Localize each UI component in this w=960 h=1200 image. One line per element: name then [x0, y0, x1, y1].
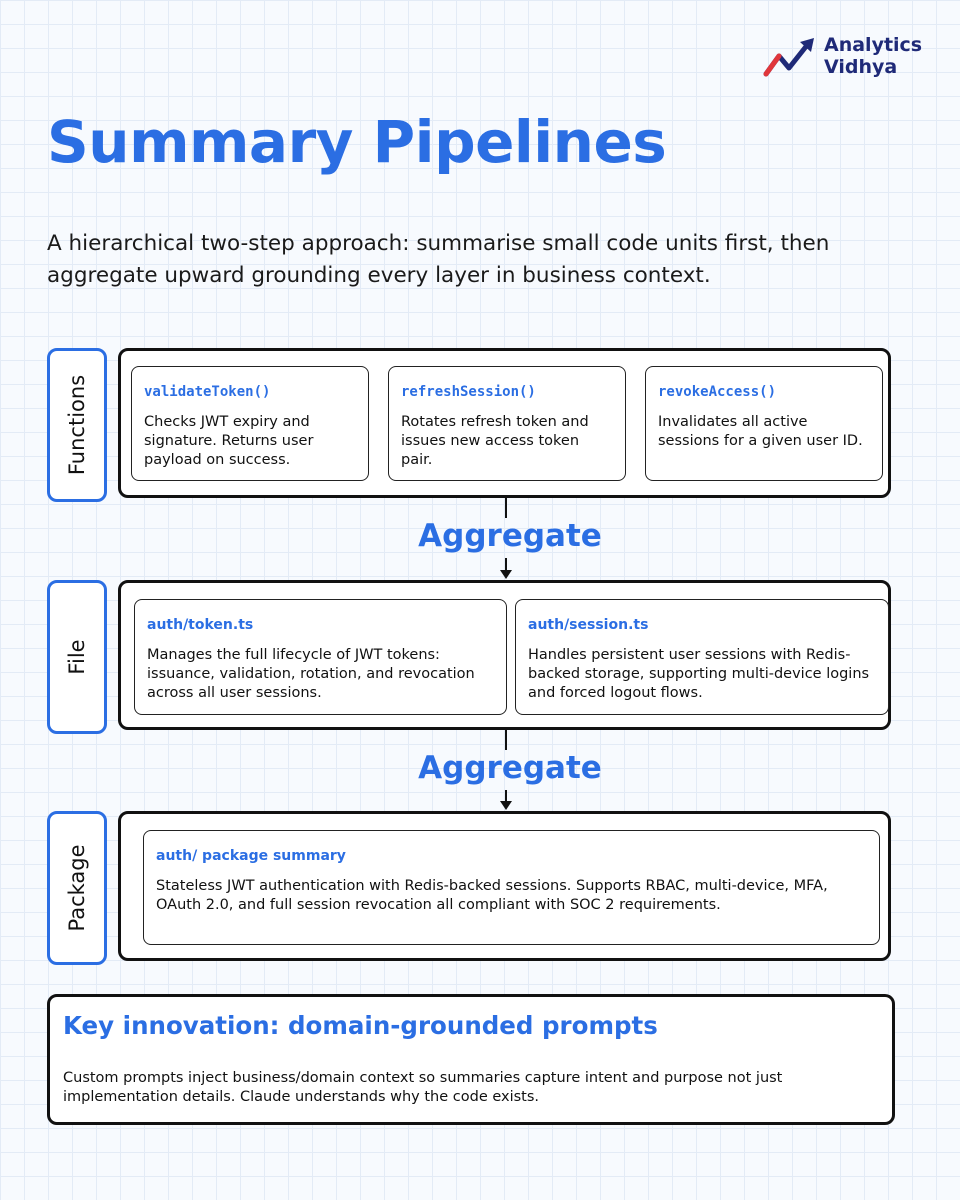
file-card-session: auth/session.ts Handles persistent user … [515, 599, 889, 715]
layer-label-file-text: File [65, 639, 89, 675]
layer-label-functions: Functions [47, 348, 107, 502]
key-innovation-text: Custom prompts inject business/domain co… [63, 1070, 783, 1105]
file-card-title: auth/session.ts [528, 617, 649, 633]
function-card-validate-token: validateToken() Checks JWT expiry and si… [131, 366, 369, 481]
brand-name: Analytics Vidhya [824, 34, 922, 78]
layer-label-file: File [47, 580, 107, 734]
package-layer: auth/ package summary Stateless JWT auth… [118, 811, 891, 961]
connector-line-top [505, 730, 507, 750]
function-card-text: Checks JWT expiry and signature. Returns… [144, 414, 314, 468]
key-innovation-box: Key innovation: domain-grounded prompts … [47, 994, 895, 1125]
function-card-title: validateToken() [144, 384, 271, 400]
package-card-title: auth/ package summary [156, 848, 346, 864]
function-card-revoke-access: revokeAccess() Invalidates all active se… [645, 366, 883, 481]
file-layer: auth/token.ts Manages the full lifecycle… [118, 580, 891, 730]
brand-name-line2: Vidhya [824, 56, 898, 78]
functions-layer: validateToken() Checks JWT expiry and si… [118, 348, 891, 498]
page-title: Summary Pipelines [47, 108, 667, 176]
arrow-down-icon [500, 801, 512, 810]
function-card-text: Invalidates all active sessions for a gi… [658, 414, 863, 449]
function-card-title: refreshSession() [401, 384, 536, 400]
brand-logo: Analytics Vidhya [762, 32, 942, 82]
upward-trend-arrow-icon [763, 38, 814, 77]
connector-line-bottom [505, 558, 507, 572]
file-card-title: auth/token.ts [147, 617, 254, 633]
connector-line-bottom [505, 790, 507, 803]
layer-label-functions-text: Functions [65, 374, 89, 476]
function-card-text: Rotates refresh token and issues new acc… [401, 414, 589, 468]
arrow-down-icon [500, 570, 512, 579]
page-subtitle: A hierarchical two-step approach: summar… [47, 231, 830, 288]
file-card-text: Manages the full lifecycle of JWT tokens… [147, 647, 475, 701]
file-card-token: auth/token.ts Manages the full lifecycle… [134, 599, 507, 715]
key-innovation-title: Key innovation: domain-grounded prompts [63, 1011, 658, 1040]
package-card-text: Stateless JWT authentication with Redis-… [156, 878, 828, 913]
file-card-text: Handles persistent user sessions with Re… [528, 647, 870, 701]
aggregate-label-1: Aggregate [418, 518, 602, 554]
package-card-auth: auth/ package summary Stateless JWT auth… [143, 830, 880, 945]
function-card-title: revokeAccess() [658, 384, 777, 400]
aggregate-label-2: Aggregate [418, 750, 602, 786]
function-card-refresh-session: refreshSession() Rotates refresh token a… [388, 366, 626, 481]
layer-label-package: Package [47, 811, 107, 965]
brand-name-line1: Analytics [824, 34, 923, 56]
connector-line-top [505, 498, 507, 518]
layer-label-package-text: Package [65, 844, 89, 932]
